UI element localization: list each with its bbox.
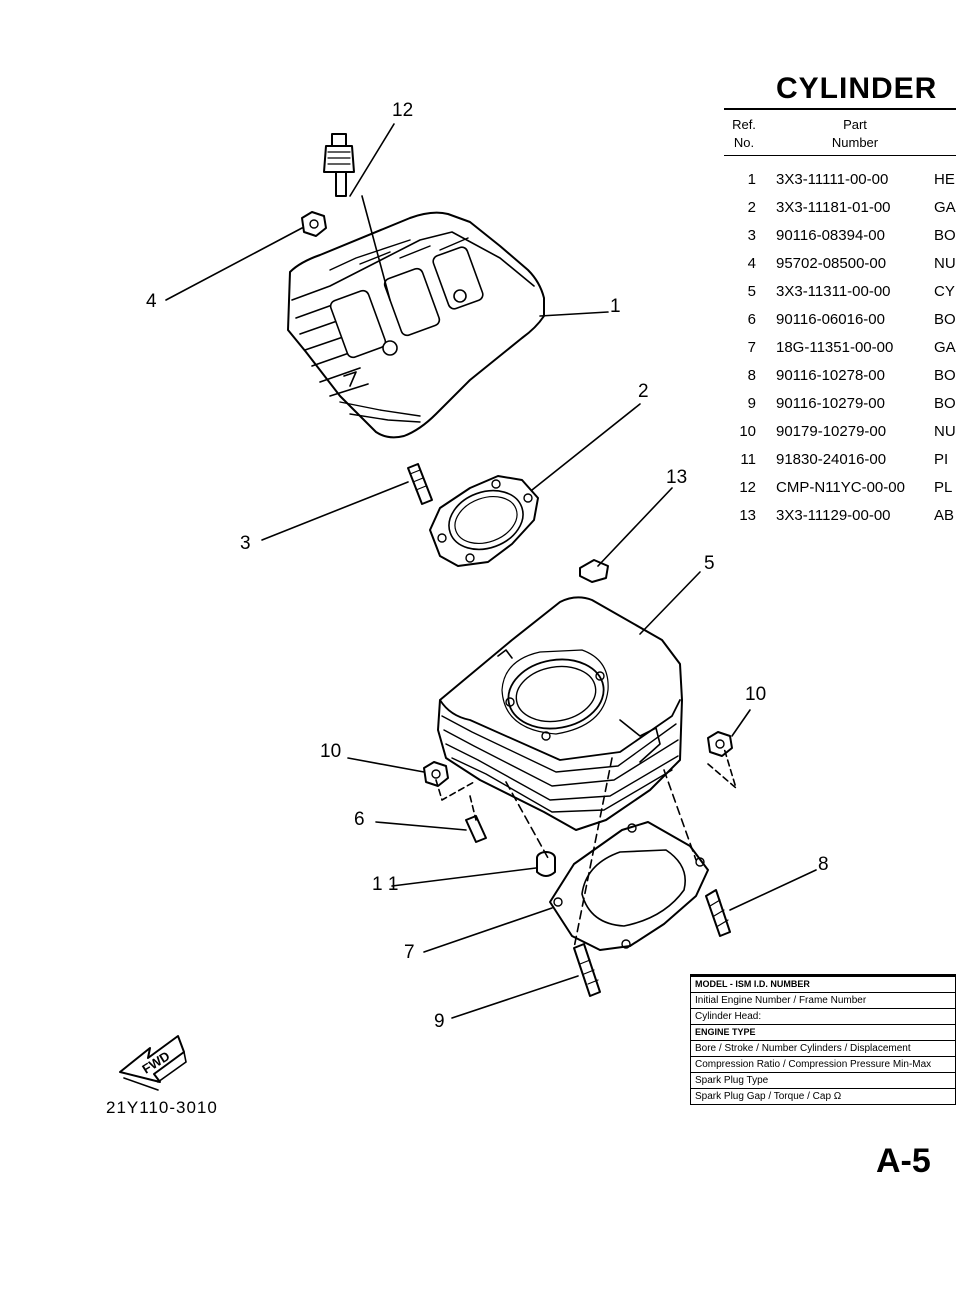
part-number: 3X3-11129-00-00: [776, 507, 891, 524]
part-number: 90116-06016-00: [776, 311, 885, 328]
title-rule: [724, 108, 956, 110]
stud-bolt-3-drawing: [407, 463, 433, 505]
ref-no-header: Ref. No.: [724, 116, 764, 152]
part-ref: 10: [739, 423, 756, 440]
spec-row: Bore / Stroke / Number Cylinders / Displ…: [690, 1040, 956, 1057]
callout-1: 1: [610, 296, 621, 317]
spec-row: Spark Plug Gap / Torque / Cap Ω: [690, 1088, 956, 1105]
spec-label: Cylinder Head:: [690, 1008, 956, 1025]
part-ref: 8: [747, 367, 756, 384]
nut-drawing: [301, 211, 327, 237]
callout-10-right: 10: [745, 684, 767, 705]
part-description: AB: [934, 507, 955, 524]
callout-10-left: 10: [320, 741, 342, 762]
part-description: BO: [934, 367, 956, 384]
spec-label: ENGINE TYPE: [690, 1024, 956, 1041]
callout-5: 5: [704, 553, 715, 574]
part-ref: 4: [747, 255, 756, 272]
callout-2: 2: [638, 381, 649, 402]
callout-3: 3: [240, 533, 251, 554]
part-number: 91830-24016-00: [776, 451, 887, 468]
callout-9: 9: [434, 1011, 445, 1032]
header-rule: [724, 155, 956, 156]
spec-label: MODEL - ISM I.D. NUMBER: [690, 976, 956, 993]
part-description: BO: [934, 395, 956, 412]
part-13-drawing: [579, 559, 609, 583]
part-ref: 5: [747, 283, 756, 300]
drawing-code: 21Y110-3010: [106, 1098, 218, 1117]
part-ref: 2: [747, 199, 756, 216]
part-description: PI: [934, 451, 949, 468]
part-ref: 3: [747, 227, 756, 244]
part-header-line2: Number: [831, 135, 879, 150]
spec-label: Spark Plug Type: [690, 1072, 956, 1089]
part-ref: 9: [747, 395, 756, 412]
part-description: BO: [934, 227, 956, 244]
cylinder-head-drawing: [287, 211, 545, 439]
spec-label: Bore / Stroke / Number Cylinders / Displ…: [690, 1040, 956, 1057]
page-number: A-5: [876, 1142, 931, 1180]
part-ref: 6: [747, 311, 756, 328]
part-number: 18G-11351-00-00: [776, 339, 894, 356]
spec-row: Initial Engine Number / Frame Number: [690, 992, 956, 1009]
part-ref: 7: [747, 339, 756, 356]
part-description: PL: [934, 479, 953, 496]
part-description: NU: [934, 423, 956, 440]
part-description: GA: [934, 339, 956, 356]
part-description: BO: [934, 311, 956, 328]
part-description: GA: [934, 199, 956, 216]
spec-label: Compression Ratio / Compression Pressure…: [690, 1056, 956, 1073]
part-number: 90116-10279-00: [776, 395, 885, 412]
callout-7: 7: [404, 942, 415, 963]
part-number: 3X3-11111-00-00: [776, 171, 889, 188]
part-ref: 12: [739, 479, 756, 496]
part-ref: 1: [747, 171, 756, 188]
forward-arrow-icon: [119, 1035, 187, 1091]
dowel-pin-drawing: [536, 851, 556, 877]
callout-12: 12: [392, 100, 414, 121]
nut-10-left-drawing: [423, 761, 449, 787]
ref-header-line2: No.: [733, 135, 755, 150]
stud-6-drawing: [465, 815, 487, 843]
callout-13: 13: [666, 467, 688, 488]
cylinder-drawing: [437, 596, 683, 831]
part-number: 3X3-11311-00-00: [776, 283, 891, 300]
part-number-header: Part Number: [800, 116, 910, 152]
part-description: NU: [934, 255, 956, 272]
spec-label: Initial Engine Number / Frame Number: [690, 992, 956, 1009]
callout-4: 4: [146, 291, 157, 312]
info-table-top-rule: [690, 974, 956, 976]
part-number: 90116-08394-00: [776, 227, 885, 244]
part-description: HE: [934, 171, 955, 188]
part-description: CY: [934, 283, 955, 300]
callout-6: 6: [354, 809, 365, 830]
part-number: 3X3-11181-01-00: [776, 199, 891, 216]
callout-11: 1 1: [372, 874, 399, 895]
ref-header-line1: Ref.: [732, 117, 756, 132]
spec-row: Spark Plug Type: [690, 1072, 956, 1089]
part-number: CMP-N11YC-00-00: [776, 479, 905, 496]
part-ref: 13: [739, 507, 756, 524]
spark-plug-drawing: [323, 133, 355, 197]
part-number: 95702-08500-00: [776, 255, 887, 272]
leader-lines: [165, 123, 817, 1019]
stud-8-drawing: [705, 889, 731, 937]
section-title: CYLINDER: [776, 72, 938, 105]
part-ref: 11: [740, 451, 756, 468]
nut-10-right-drawing: [707, 731, 733, 757]
callout-8: 8: [818, 854, 829, 875]
part-number: 90179-10279-00: [776, 423, 887, 440]
base-gasket-drawing: [549, 821, 709, 951]
spec-row: Cylinder Head:: [690, 1008, 956, 1025]
spec-label: Spark Plug Gap / Torque / Cap Ω: [690, 1088, 956, 1105]
stud-9-drawing: [573, 943, 601, 997]
part-number: 90116-10278-00: [776, 367, 885, 384]
part-header-line1: Part: [843, 117, 867, 132]
spec-row: Compression Ratio / Compression Pressure…: [690, 1056, 956, 1073]
head-gasket-drawing: [429, 475, 539, 567]
spec-row: ENGINE TYPE: [690, 1024, 956, 1041]
spec-row: MODEL - ISM I.D. NUMBER: [690, 976, 956, 993]
